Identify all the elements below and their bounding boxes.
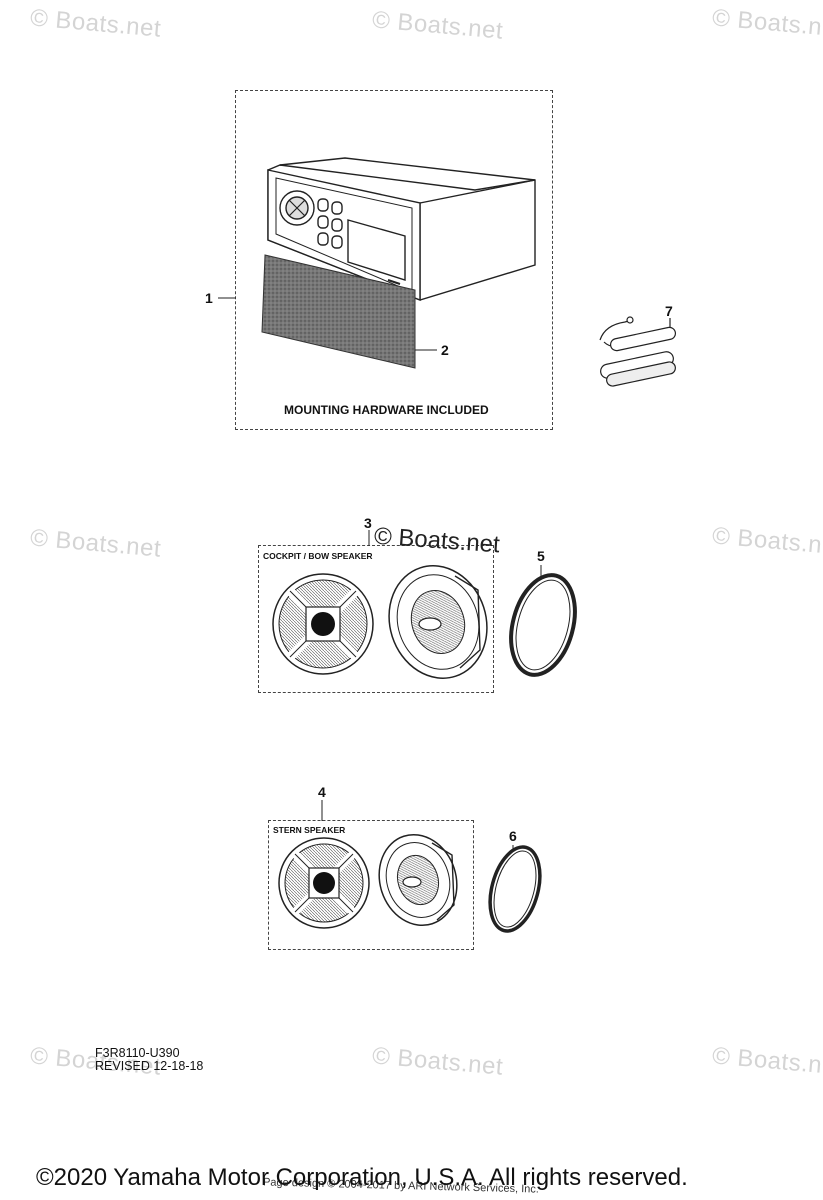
radio-kit-box [235, 90, 553, 430]
mounting-hardware-note: MOUNTING HARDWARE INCLUDED [284, 403, 489, 417]
callout-7: 7 [665, 303, 673, 319]
faceplate-cover [261, 254, 416, 369]
diagram-code: F3R8110-U390 REVISED 12-18-18 [95, 1047, 203, 1073]
cockpit-speaker-driver [388, 565, 488, 679]
diagram-part-code: F3R8110-U390 [95, 1046, 180, 1060]
stern-speaker-grille [278, 837, 370, 929]
stern-speaker-box [268, 820, 474, 950]
callout-4: 4 [318, 784, 326, 800]
cockpit-speaker-box [258, 545, 494, 693]
cockpit-speaker-grille [272, 573, 374, 675]
callout-2: 2 [441, 342, 449, 358]
wired-remote [599, 316, 677, 387]
diagram-revised-date: REVISED 12-18-18 [95, 1059, 204, 1073]
callout-6: 6 [509, 828, 517, 844]
stern-speaker-driver [378, 833, 458, 927]
copyright-notice: ©2020 Yamaha Motor Corporation, U.S.A. A… [36, 1164, 688, 1191]
callout-1: 1 [205, 290, 213, 306]
stern-speaker-label: STERN SPEAKER [273, 825, 346, 835]
speaker-gasket-ring [509, 573, 577, 677]
cockpit-speaker-label: COCKPIT / BOW SPEAKER [263, 551, 373, 561]
speaker-gasket-ring [488, 845, 542, 933]
callout-5: 5 [537, 548, 545, 564]
callout-3: 3 [364, 515, 372, 531]
stereo-receiver [267, 157, 536, 302]
